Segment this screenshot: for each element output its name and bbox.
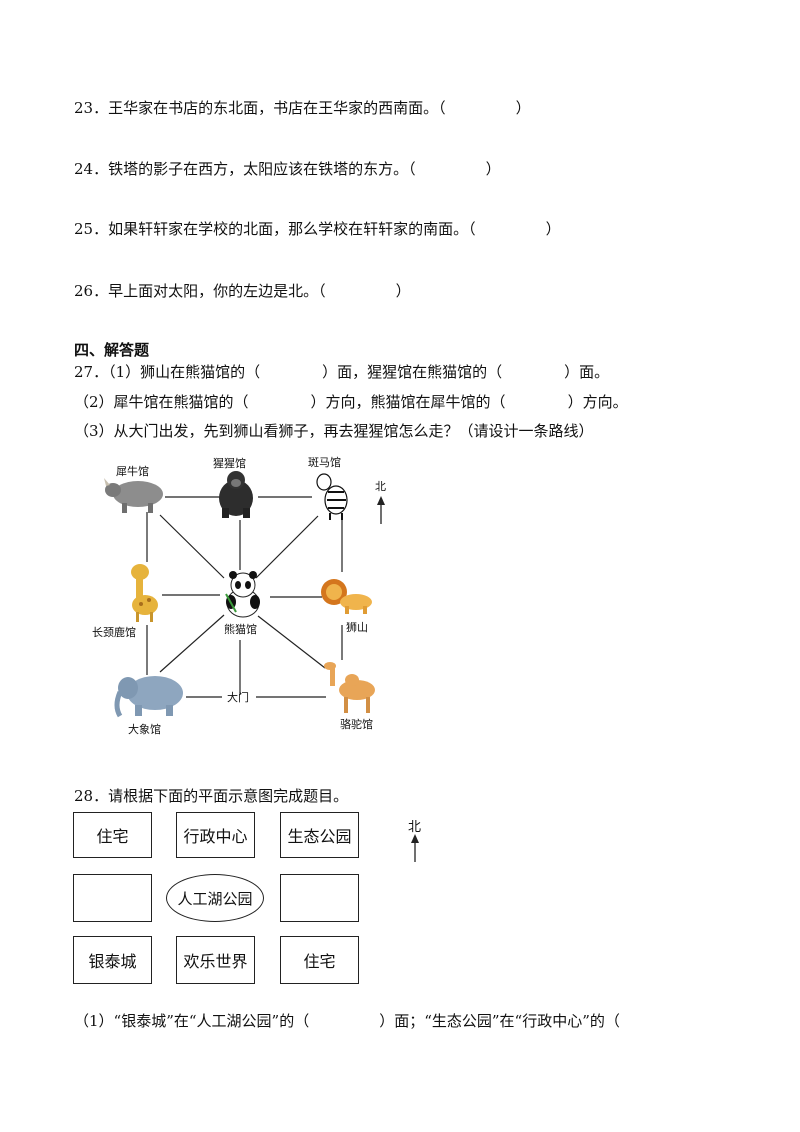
grid-cell-admin-center: 行政中心 [176,812,255,858]
grid-cell-eco-park: 生态公园 [280,812,359,858]
question-27-part-2: （2）犀牛馆在熊猫馆的（）方向，熊猫馆在犀牛馆的（）方向。 [74,393,628,411]
zebra-icon [316,473,348,520]
rhino-icon [104,478,163,513]
camel-label: 骆驼馆 [340,717,373,731]
grid-cell-lake-park: 人工湖公园 [166,874,264,922]
grid-cell-empty-right [280,874,359,922]
giraffe-label: 长颈鹿馆 [92,625,136,639]
elephant-icon [114,676,183,718]
question-28-part-1: （1）“银泰城”在“人工湖公园”的（）面；“生态公园”在“行政中心”的（ [74,1012,620,1030]
zoo-map: 北 犀牛馆 猩猩馆 斑马馆 长颈鹿馆 [92,455,386,736]
question-23-text: 23．王华家在书店的东北面，书店在王华家的西南面。（ [74,99,446,117]
lion-icon [321,579,372,614]
gate-label: 大门 [227,690,249,704]
camel-icon [324,662,375,713]
question-25: 25．如果轩轩家在学校的北面，那么学校在轩轩家的南面。（） [74,220,561,238]
grid-cell-residence-1: 住宅 [73,812,152,858]
panda-icon [225,571,260,618]
grid-north-label: 北 [408,820,422,835]
grid-cell-happy-world: 欢乐世界 [176,936,255,984]
grid-north-arrow [411,834,419,862]
grid-cell-yintai-city: 银泰城 [73,936,152,984]
rhino-label: 犀牛馆 [116,464,149,478]
question-24-text: 24．铁塔的影子在西方，太阳应该在铁塔的东方。（ [74,160,416,178]
question-23: 23．王华家在书店的东北面，书店在王华家的西南面。（） [74,99,531,117]
grid-cell-empty-left [73,874,152,922]
question-27-part-1: 27．（1）狮山在熊猫馆的（）面，猩猩馆在熊猫馆的（）面。 [74,363,610,381]
lion-label: 狮山 [346,621,368,634]
elephant-label: 大象馆 [128,722,161,736]
question-25-text: 25．如果轩轩家在学校的北面，那么学校在轩轩家的南面。（ [74,220,476,238]
question-28-prompt: 28．请根据下面的平面示意图完成题目。 [74,787,349,805]
question-26: 26．早上面对太阳，你的左边是北。（） [74,282,411,300]
zoo-north-label: 北 [375,480,386,493]
panda-label: 熊猫馆 [224,622,257,636]
question-26-text: 26．早上面对太阳，你的左边是北。（ [74,282,326,300]
gorilla-icon [219,471,253,518]
giraffe-icon [131,564,158,622]
grid-cell-residence-2: 住宅 [280,936,359,984]
zoo-paths [146,496,343,698]
zoo-north-arrow: 北 [375,480,386,524]
question-27-part-3: （3）从大门出发，先到狮山看狮子，再去猩猩馆怎么走？（请设计一条路线） [74,422,594,440]
zebra-label: 斑马馆 [308,455,341,469]
section-heading: 四、解答题 [74,341,150,359]
question-24: 24．铁塔的影子在西方，太阳应该在铁塔的东方。（） [74,160,501,178]
gorilla-label: 猩猩馆 [213,456,246,470]
